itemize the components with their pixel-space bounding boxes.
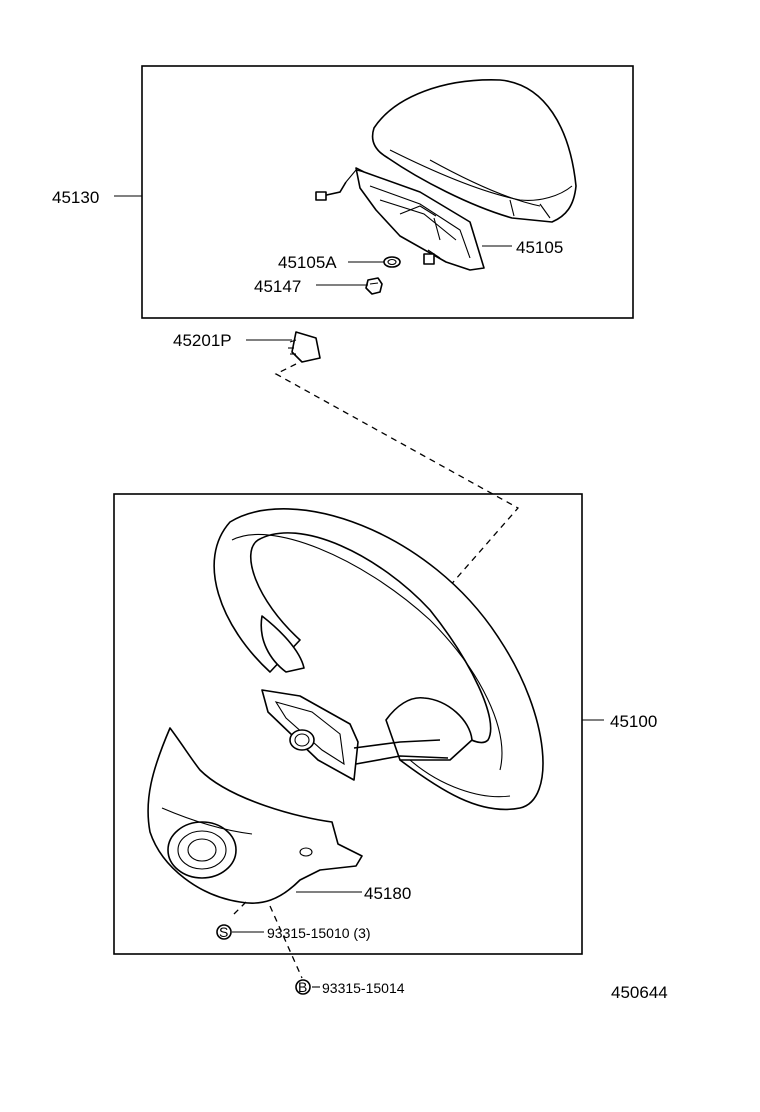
lower-cover bbox=[147, 727, 363, 904]
screw-45147 bbox=[365, 277, 383, 295]
connector-45201P bbox=[288, 331, 321, 363]
pad-bracket bbox=[315, 167, 485, 271]
diagram-id: 450644 bbox=[611, 983, 668, 1002]
label-45105A: 45105A bbox=[278, 253, 337, 272]
screw-b-guide bbox=[269, 905, 303, 979]
label-45201P: 45201P bbox=[173, 331, 232, 350]
label-screw-b: 93315-15014 bbox=[322, 980, 405, 996]
label-45105: 45105 bbox=[516, 238, 563, 257]
label-45147: 45147 bbox=[254, 277, 301, 296]
label-45180: 45180 bbox=[364, 884, 411, 903]
steering-wheel-rim bbox=[213, 508, 544, 811]
screw-s-marker: S bbox=[216, 924, 232, 940]
label-45130: 45130 bbox=[52, 188, 99, 207]
screw-b-marker: B bbox=[295, 979, 311, 995]
horn-pad-cover bbox=[371, 79, 577, 223]
clip-45105A bbox=[383, 256, 401, 268]
label-45100: 45100 bbox=[610, 712, 657, 731]
label-screw-s: 93315-15010 (3) bbox=[267, 925, 371, 941]
marker-b-text: B bbox=[298, 979, 307, 995]
connector-dashed-link bbox=[274, 363, 520, 589]
steering-wheel-box bbox=[113, 493, 583, 955]
pad-assembly-box bbox=[141, 65, 634, 319]
steering-wheel-hub bbox=[260, 615, 473, 781]
marker-s-text: S bbox=[219, 924, 228, 940]
screw-s-guide bbox=[231, 901, 247, 917]
